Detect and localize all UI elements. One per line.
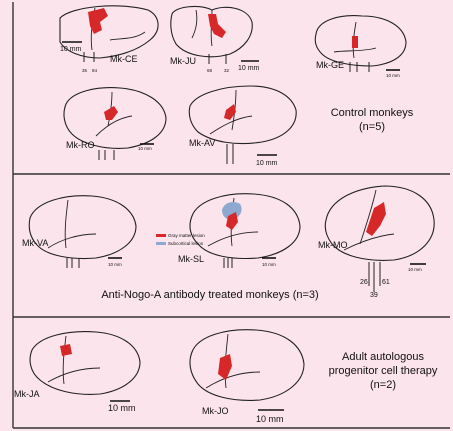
scale-label: 10 mm xyxy=(108,403,136,413)
group-count-cell-therapy: (n=2) xyxy=(370,379,396,391)
scale-label: 10 mm xyxy=(108,262,122,267)
group-title-control: Control monkeys xyxy=(331,107,414,119)
monkey-label-mk-av: Mk-AV xyxy=(189,138,215,148)
monkey-label-mk-jo: Mk-JO xyxy=(202,406,229,416)
tick-label: 26 xyxy=(360,279,368,286)
brain-mk-mo: 26 61 39 Mk-MO 10 mm xyxy=(318,186,434,299)
brain-mk-ju: 68 32 Mk-JU 10 mm xyxy=(170,7,260,73)
brain-mk-ce: 35 84 10 mm Mk-CE xyxy=(60,6,158,73)
brain-mk-sl: Gray matter lesion Subcortical lesion Mk… xyxy=(156,194,300,268)
legend-label-subcortical: Subcortical lesion xyxy=(168,241,204,246)
scale-label: 10 mm xyxy=(256,414,284,424)
scale-label: 10 mm xyxy=(386,73,400,78)
monkey-label-mk-ge: Mk-GE xyxy=(316,60,344,70)
lesion-mk-ju xyxy=(208,14,226,38)
monkey-label-mk-mo: Mk-MO xyxy=(318,240,348,250)
brain-mk-ro: Mk-RO 10 mm xyxy=(64,88,166,160)
lesion-mk-ro xyxy=(104,106,118,120)
brain-mk-av: Mk-AV 10 mm xyxy=(189,86,296,167)
group-title-cell-therapy-line1: Adult autologous xyxy=(342,351,424,363)
scale-label: 10 mm xyxy=(256,160,278,167)
tick-label: 32 xyxy=(224,68,230,73)
monkey-label-mk-ro: Mk-RO xyxy=(66,140,95,150)
lesion-mk-ge xyxy=(352,36,358,48)
brain-mk-jo: Mk-JO 10 mm xyxy=(190,330,304,424)
monkey-label-mk-ja: Mk-JA xyxy=(14,389,40,399)
monkey-label-mk-ju: Mk-JU xyxy=(170,56,196,66)
lesion-mk-mo xyxy=(366,202,386,236)
group-title-anti-nogo: Anti-Nogo-A antibody treated monkeys (n=… xyxy=(101,289,318,301)
scale-label: 10 mm xyxy=(408,267,422,272)
lesion-mk-ja xyxy=(60,344,72,356)
scale-label: 10 mm xyxy=(238,65,260,72)
scale-label: 10 mm xyxy=(60,46,82,53)
monkey-label-mk-ce: Mk-CE xyxy=(110,54,138,64)
monkey-label-mk-sl: Mk-SL xyxy=(178,254,204,264)
tick-label: 68 xyxy=(207,68,213,73)
legend-swatch-subcortical xyxy=(156,242,166,245)
brain-mk-ge: Mk-GE 10 mm xyxy=(315,16,406,78)
group-count-control: (n=5) xyxy=(359,121,385,133)
tick-label: 35 xyxy=(82,68,88,73)
lesion-mk-jo xyxy=(218,354,232,380)
tick-label: 39 xyxy=(370,292,378,299)
brain-mk-va: Mk-VA 10 mm xyxy=(22,196,136,268)
legend-swatch-gray xyxy=(156,234,166,237)
monkey-label-mk-va: Mk-VA xyxy=(22,238,48,248)
brain-mk-ja: Mk-JA 10 mm xyxy=(14,332,140,413)
lesion-mk-ce xyxy=(88,8,108,34)
legend-label-gray: Gray matter lesion xyxy=(168,233,205,238)
group-title-cell-therapy-line2: progenitor cell therapy xyxy=(329,365,438,377)
scale-label: 10 mm xyxy=(262,262,276,267)
scale-label: 10 mm xyxy=(138,146,152,151)
tick-label: 61 xyxy=(382,279,390,286)
tick-label: 84 xyxy=(92,68,98,73)
